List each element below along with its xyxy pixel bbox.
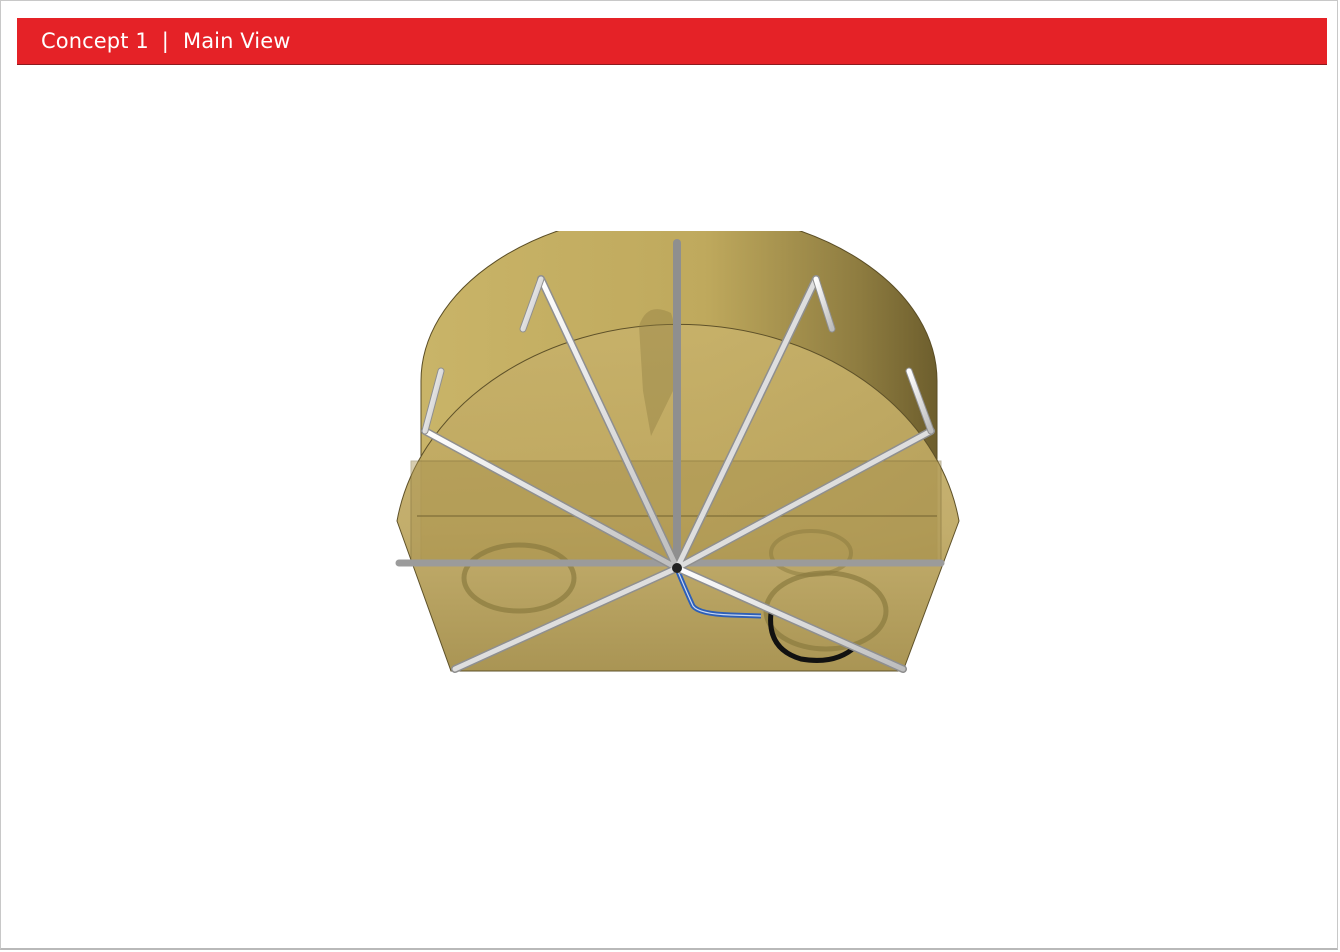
frame-hub [672, 563, 682, 573]
concept-label: Concept 1 [41, 29, 149, 53]
canopy-render-image [395, 231, 960, 673]
render-viewport [381, 231, 981, 691]
title-separator: | [161, 29, 169, 53]
view-label: Main View [182, 29, 291, 53]
black-cable-loop [768, 612, 858, 663]
slide-title-bar: Concept 1 | Main View [17, 18, 1327, 65]
frame-ribs [421, 239, 935, 673]
